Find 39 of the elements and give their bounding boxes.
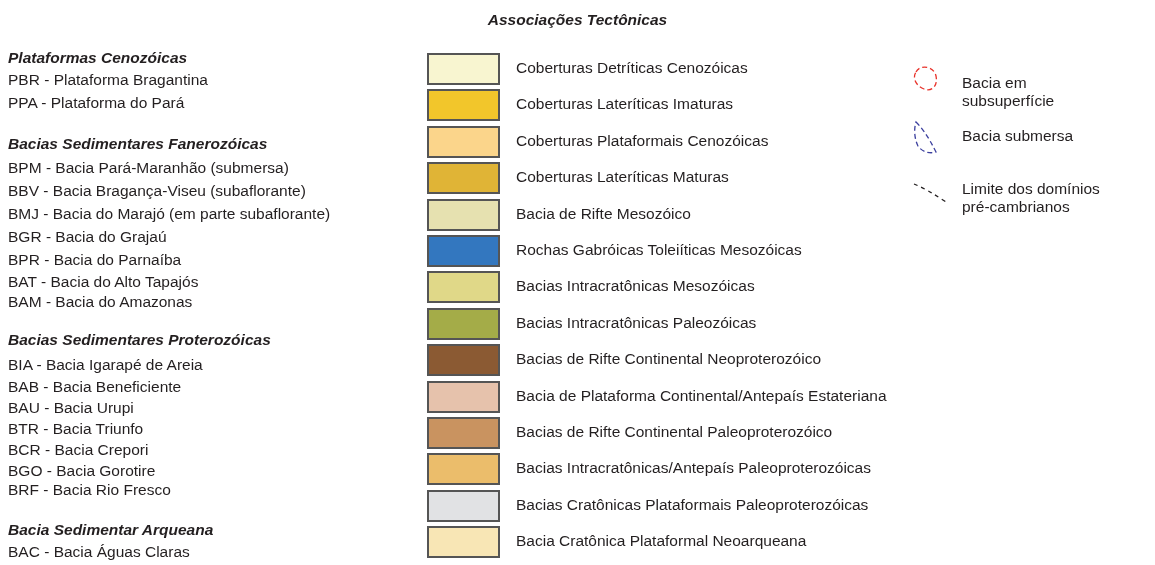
abbreviation-entry: BAM - Bacia do Amazonas [8,293,193,311]
group-heading: Plataformas Cenozóicas [8,49,188,67]
abbreviation-entry: BMJ - Bacia do Marajó (em parte subaflorante) [8,205,331,223]
legend-label: Bacia Cratônica Plataformal Neoarqueana [516,532,807,551]
abbreviation-entry: BAC - Bacia Águas Claras [8,543,190,561]
abbreviation-entry: PBR - Plataforma Bragantina [8,71,208,89]
abbreviation-entry: BBV - Bacia Bragança-Viseu (subaflorante) [8,182,306,200]
legend-label: Coberturas Detríticas Cenozóicas [516,59,748,77]
legend-label: Bacia de Plataforma Continental/Antepaís Estateriana [516,386,887,405]
abbreviation-entry: BGR - Bacia do Grajaú [8,228,167,246]
legend-label: Bacia submersa [962,127,1075,145]
legend-label: Bacias Intracratônicas Paleozóicas [516,313,757,332]
legend-label: Bacias Cratônicas Plataformais Paleoproterozóicas [516,495,869,514]
group-heading: Bacias Sedimentares Proterozóicas [8,331,271,349]
legend-label: Bacias de Rifte Continental Paleoproterozóico [516,423,833,441]
abbreviation-entry: BPM - Bacia Pará-Maranhão (submersa) [8,159,289,177]
legend-label: Coberturas Lateríticas Maturas [516,168,729,187]
group-heading: Bacia Sedimentar Arqueana [8,521,214,539]
legend-label: Rochas Gabróicas Toleiíticas Mesozóicas [516,241,802,259]
abbreviation-entry: BPR - Bacia do Parnaíba [8,251,182,269]
abbreviation-entry: BAB - Bacia Beneficiente [8,378,182,396]
legend-label: Coberturas Lateríticas Imaturas [516,95,734,114]
legend-label: Coberturas Plataformais Cenozóicas [516,131,769,150]
abbreviation-entry: BGO - Bacia Gorotire [8,462,156,480]
abbreviation-entry: BIA - Bacia Igarapé de Areia [8,356,203,374]
legend-label: Bacias de Rifte Continental Neoproterozóico [516,350,821,369]
group-heading: Bacias Sedimentares Fanerozóicas [8,135,268,153]
legend-label: Bacia em subsuperfície [962,74,1056,110]
legend-label: Bacias Intracratônicas Mesozóicas [516,277,755,296]
abbreviation-entry: BCR - Bacia Crepori [8,441,149,459]
legend-label: Bacia de Rifte Mesozóico [516,204,691,223]
legend-title: Associações Tectônicas [486,11,669,29]
legend-label: Limite dos domínios pré-cambrianos [962,180,1101,216]
abbreviation-entry: PPA - Plataforma do Pará [8,94,185,112]
abbreviation-entry: BTR - Bacia Triunfo [8,420,144,438]
abbreviation-entry: BRF - Bacia Rio Fresco [8,481,171,499]
abbreviation-entry: BAT - Bacia do Alto Tapajós [8,273,199,291]
legend-label: Bacias Intracratônicas/Antepaís Paleoproterozóicas [516,459,871,478]
abbreviation-entry: BAU - Bacia Urupi [8,399,134,417]
